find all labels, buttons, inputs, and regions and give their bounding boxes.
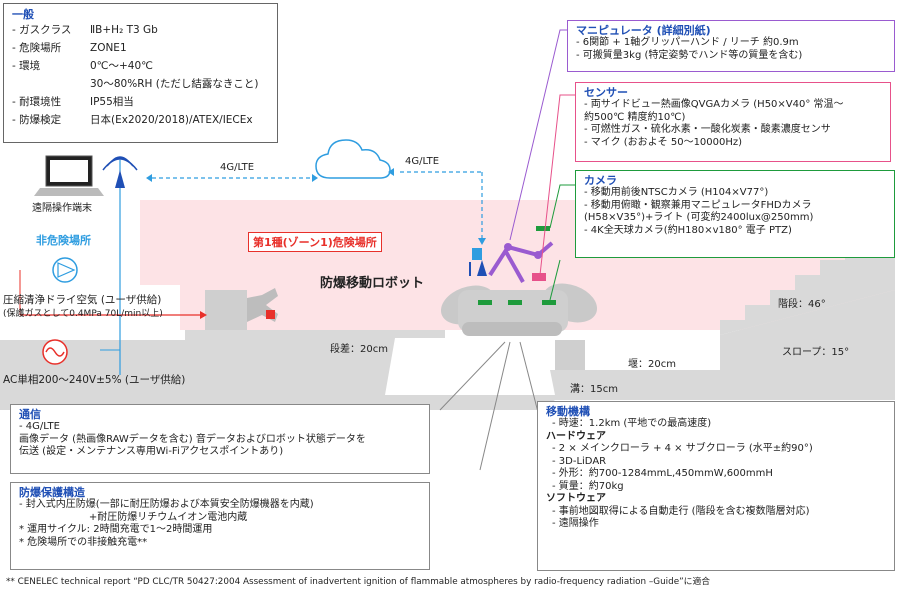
air-spec-label: (保護ガスとして0.4MPa 70L/min以上) xyxy=(3,309,163,319)
general-spec-box: 一般 - ガスクラス ⅡB+H₂ T3 Gb - 危険場所 ZONE1 - 環境 0℃～+… xyxy=(3,3,278,143)
mobility-box: 移動機構 - 時速：1.2km (平地での最高速度) ハードウェア - 2 × … xyxy=(537,401,895,571)
comm-box: 通信 - 4G/LTE 画像データ (熱画像RAWデータを含む) 音データおよび… xyxy=(10,404,430,474)
slope-label: スロープ：15° xyxy=(782,347,850,358)
stairs xyxy=(720,255,895,335)
software-row: - 事前地図取得による自動走行 (階段を含む複数階層対応) xyxy=(552,505,810,517)
step-label: 段差：20cm xyxy=(330,344,388,355)
hardware-title: ハードウェア xyxy=(546,430,606,442)
sensor-box: センサー - 両サイドビュー熱画像QVGAカメラ (H50×V40° 常温～ 約… xyxy=(575,82,891,162)
protection-row: +耐圧防爆リチウムイオン電池内蔵 xyxy=(19,511,248,523)
floor-left xyxy=(0,340,185,360)
camera-row: (H58×V35°)+ライト (可変約2400lux@250mm) xyxy=(584,212,814,223)
general-row-key: - 環境 xyxy=(12,60,41,72)
general-row: - 耐環境性 IP55相当 xyxy=(12,93,269,111)
general-row-value: IP55相当 xyxy=(90,96,134,108)
manipulator-box: マニピュレータ (詳細別紙) - 6関節 + 1軸グリッパーハンド / リーチ … xyxy=(567,20,895,72)
sensor-title: センサー xyxy=(584,86,628,99)
robot-label: 防爆移動ロボット xyxy=(320,276,425,291)
comm-row: 画像データ (熱画像RAWデータを含む) 音データおよびロボット状態データを xyxy=(19,433,366,445)
air-label: 圧縮清浄ドライ空気 (ユーザ供給) xyxy=(3,294,162,306)
general-row: - 環境 0℃～+40℃ xyxy=(12,57,269,75)
sensor-row: 約500℃ 精度約10℃) xyxy=(584,111,686,123)
manipulator-row: - 6関節 + 1軸グリッパーハンド / リーチ 約0.9m xyxy=(576,37,799,48)
general-row-key: - ガスクラス xyxy=(12,24,72,36)
footnote: ** CENELEC technical report “PD CLC/TR 5… xyxy=(6,577,711,587)
software-title: ソフトウェア xyxy=(546,493,606,504)
mobility-row: - 時速：1.2km (平地での最高速度) xyxy=(552,418,712,429)
general-row-value: ZONE1 xyxy=(90,42,127,54)
regulator-block xyxy=(205,290,247,330)
protection-row: * 危険場所での非接触充電** xyxy=(19,536,148,548)
manipulator-title: マニピュレータ (詳細別紙) xyxy=(576,24,711,37)
comm-row: - 4G/LTE xyxy=(19,421,60,432)
stairs-label: 階段：46° xyxy=(778,299,826,310)
ac-label: AC単相200～240V±5% (ユーザ供給) xyxy=(3,374,186,386)
general-row: 30～80%RH (ただし結露なきこと) xyxy=(12,75,269,93)
regulator-port xyxy=(266,310,275,319)
protection-row: - 封入式内圧防爆(一部に耐圧防爆および本質安全防爆機器を内蔵) xyxy=(19,499,314,510)
general-row: - ガスクラス ⅡB+H₂ T3 Gb xyxy=(12,21,269,39)
hardware-row: - 3D-LiDAR xyxy=(552,455,607,467)
camera-row: - 移動用俯瞰・観察兼用マニピュレータFHDカメラ xyxy=(584,199,812,211)
comm-title: 通信 xyxy=(19,408,41,421)
protection-row: * 運用サイクル: 2時間充電で1～2時間運用 xyxy=(19,524,213,535)
weir-label: 堰：20cm xyxy=(628,359,676,370)
general-row-value: 0℃～+40℃ xyxy=(90,60,153,72)
general-row-key: - 耐環境性 xyxy=(12,96,62,108)
manipulator-row: - 可搬質量3kg (特定姿勢でハンド等の質量を含む) xyxy=(576,49,803,61)
general-row-value: 30～80%RH (ただし結露なきこと) xyxy=(90,78,259,90)
protection-box: 防爆保護構造 - 封入式内圧防爆(一部に耐圧防爆および本質安全防爆機器を内蔵) … xyxy=(10,482,430,570)
general-rows: - ガスクラス ⅡB+H₂ T3 Gb - 危険場所 ZONE1 - 環境 0℃～+40℃… xyxy=(12,21,269,129)
weir xyxy=(555,340,585,370)
laptop-icon xyxy=(34,155,104,196)
hardware-row: - 2 × メインクローラ + 4 × サブクローラ (水平±約90°) xyxy=(552,443,813,454)
camera-box: カメラ - 移動用前後NTSCカメラ (H104×V77°) - 移動用俯瞰・観… xyxy=(575,170,895,258)
general-row-value: 日本(Ex2020/2018)/ATEX/IECEx xyxy=(90,114,253,126)
cloud-icon xyxy=(315,139,391,179)
comm-row: 伝送 (設定・メンテナンス専用Wi-Fiアクセスポイントあり) xyxy=(19,446,284,457)
ditch-label: 溝：15cm xyxy=(570,384,618,395)
camera-title: カメラ xyxy=(584,174,617,187)
camera-row: - 移動用前後NTSCカメラ (H104×V77°) xyxy=(584,187,769,198)
terminal-label: 遠隔操作端末 xyxy=(32,203,92,214)
ground xyxy=(0,290,895,410)
protection-title: 防爆保護構造 xyxy=(19,486,85,499)
software-row: - 遠隔操作 xyxy=(552,518,599,529)
mobility-title: 移動機構 xyxy=(546,405,590,418)
hardware-row: - 外形：約700-1284mmL,450mmW,600mmH xyxy=(552,468,773,479)
antenna-left-icon xyxy=(102,156,138,188)
non-hazard-label: 非危険場所 xyxy=(36,234,91,247)
general-row-key: - 防爆検定 xyxy=(12,114,62,126)
camera-row: - 4K全天球カメラ(約H180×v180° 電子 PTZ) xyxy=(584,224,792,236)
general-title: 一般 xyxy=(12,8,34,21)
hazard-zone-label: 第1種(ゾーン1)危険場所 xyxy=(248,232,382,252)
sensor-row: - マイク (おおよそ 50～10000Hz) xyxy=(584,136,743,148)
general-row-key xyxy=(12,75,90,93)
general-row: - 防爆検定 日本(Ex2020/2018)/ATEX/IECEx xyxy=(12,111,269,129)
lte-left-label: 4G/LTE xyxy=(220,162,255,173)
robot-illustration xyxy=(440,226,598,336)
lte-right-label: 4G/LTE xyxy=(405,156,440,167)
sensor-row: - 可燃性ガス・硫化水素・一酸化炭素・酸素濃度センサ xyxy=(584,124,831,135)
general-row-value: ⅡB+H₂ T3 Gb xyxy=(90,24,158,36)
sensor-row: - 両サイドビュー熱画像QVGAカメラ (H50×V40° 常温～ xyxy=(584,99,844,110)
hardware-row: - 質量：約70kg xyxy=(552,480,624,492)
general-row: - 危険場所 ZONE1 xyxy=(12,39,269,57)
general-row-key: - 危険場所 xyxy=(12,42,62,54)
